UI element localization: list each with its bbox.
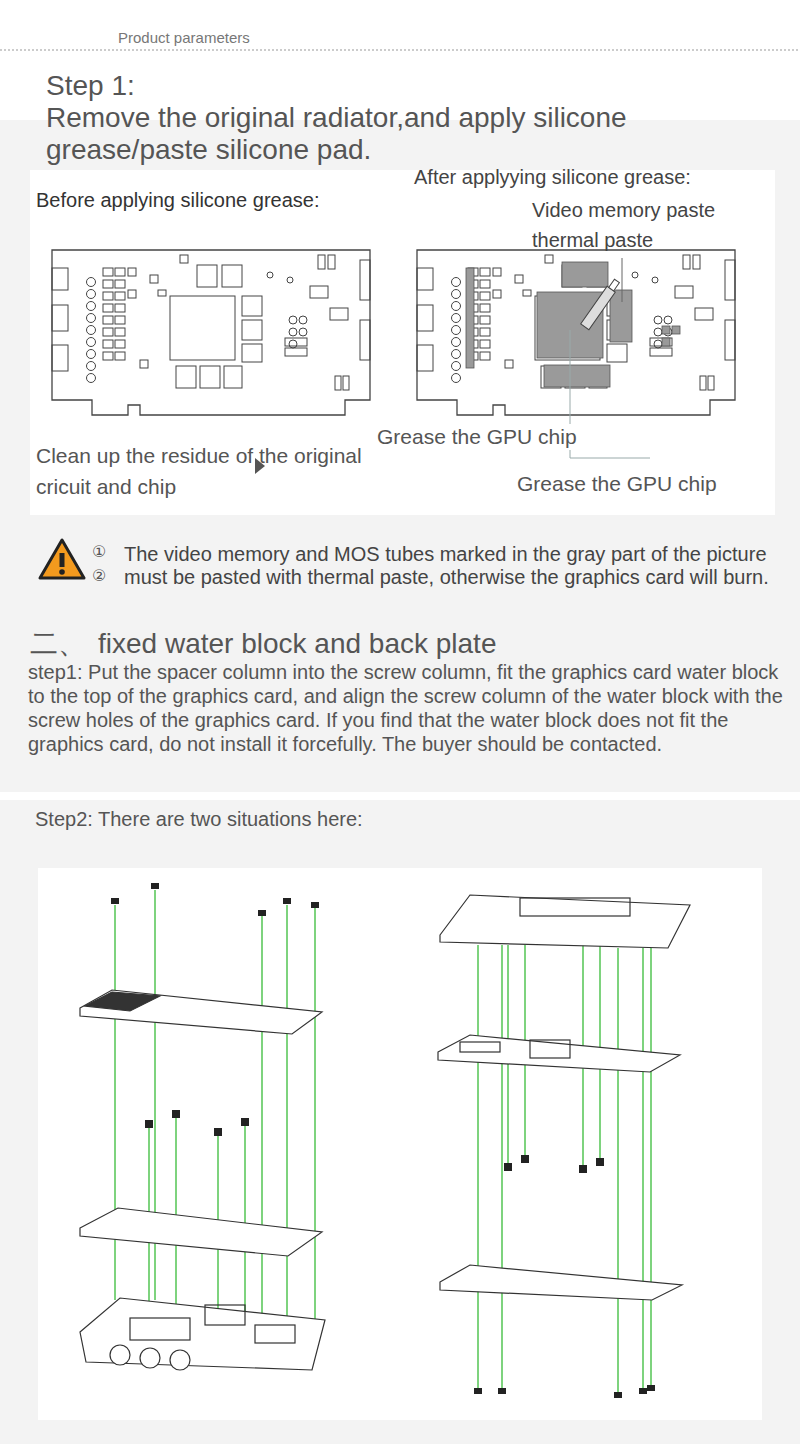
label-text: Step2: There are two situations here:	[35, 807, 635, 831]
label-text: step1: Put the spacer column into the sc…	[28, 660, 790, 756]
label-text: The video memory and MOS tubes marked in…	[124, 543, 789, 589]
label-text: Grease the GPU chip	[517, 471, 717, 497]
label-text: After applyying silicone grease:	[414, 165, 786, 189]
label-text: Video memory paste thermal paste	[532, 195, 780, 255]
label-text: 二、	[30, 628, 92, 660]
label-text: Grease the GPU chip	[377, 424, 577, 450]
label-text: Step 1:	[46, 70, 446, 102]
page-header: Product parameters	[118, 28, 418, 48]
label-text: Clean up the residue of the original cri…	[36, 440, 366, 502]
label-text: fixed water block and back plate	[98, 628, 698, 660]
label-text: ①	[92, 541, 120, 563]
label-text: Before applying silicone grease:	[36, 188, 416, 212]
label-text: ②	[92, 565, 120, 587]
label-text: Remove the original radiator,and apply s…	[46, 102, 766, 166]
